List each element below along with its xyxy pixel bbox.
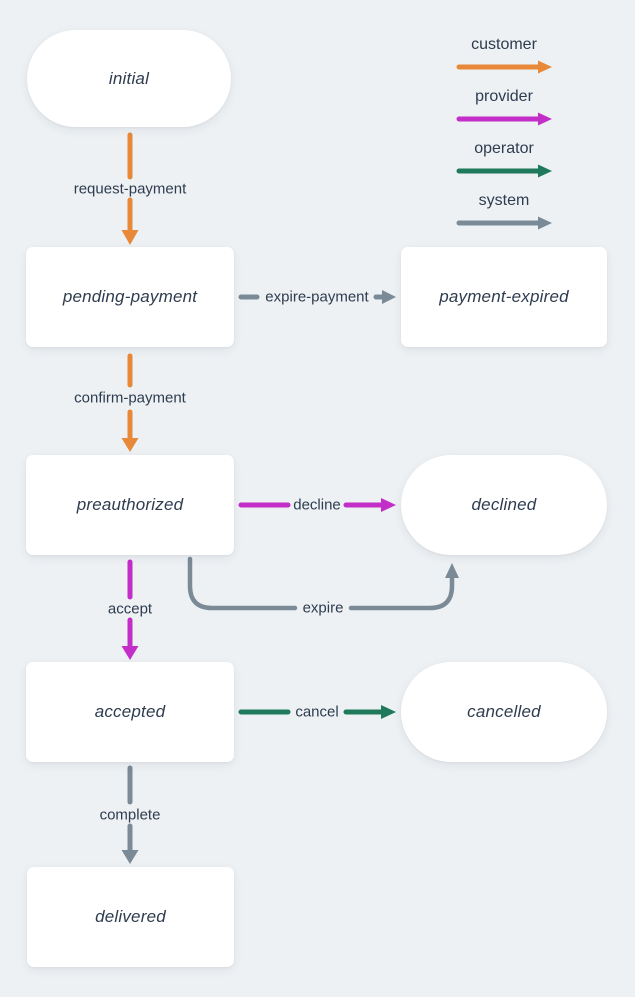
provider-arrow-icon [456,112,552,126]
legend-item-customer: customer [455,33,553,74]
operator-arrow-icon [456,164,552,178]
arrowhead-icon [381,498,396,512]
legend-label: operator [474,140,534,157]
arrowhead-icon [381,705,396,719]
arrowhead-icon [537,216,552,230]
state-label: payment-expired [439,287,569,306]
transition-label-expire-payment: expire-payment [265,288,369,306]
arrowhead-icon [121,438,139,452]
arrowhead-icon [121,850,139,864]
arrowhead-icon [121,646,139,660]
arrowhead-icon [537,60,552,74]
legend-label: provider [475,88,533,105]
legend-item-provider: provider [455,85,553,126]
state-node-preauthorized: preauthorized [26,455,234,555]
legend-item-operator: operator [455,137,553,178]
system-arrow-icon [456,216,552,230]
transition-label-request-payment: request-payment [73,180,187,198]
state-node-pending-payment: pending-payment [26,247,234,347]
arrowhead-icon [121,230,139,245]
legend-label: system [478,192,530,209]
state-label: pending-payment [62,287,198,306]
state-label: cancelled [467,702,541,721]
transition-label-expire: expire [302,599,344,617]
transition-label-accept: accept [107,600,153,618]
state-label: initial [108,68,150,88]
arrow-segment [187,556,298,611]
state-node-cancelled: cancelled [401,662,607,762]
arrowhead-icon [537,112,552,126]
legend-item-system: system [455,189,553,230]
transition-label-complete: complete [99,806,161,824]
state-label: preauthorized [76,495,184,514]
transition-label-confirm-payment: confirm-payment [74,389,186,407]
state-label: delivered [95,907,166,926]
legend-label: customer [471,36,537,53]
state-label: declined [471,495,537,514]
arrowhead-icon [382,290,396,304]
legend: customer provider operator system [455,33,553,230]
state-node-accepted: accepted [26,662,234,762]
transition-label-cancel: cancel [295,703,339,721]
state-node-initial: initial [27,30,231,127]
arrow-segment [348,575,455,611]
customer-arrow-icon [456,60,552,74]
transition-label-decline: decline [293,496,341,514]
state-label: accepted [94,702,166,721]
arrowhead-icon [537,164,552,178]
arrowhead-icon [445,563,459,578]
state-node-delivered: delivered [27,867,234,967]
state-node-declined: declined [401,455,607,555]
state-node-payment-expired: payment-expired [401,247,607,347]
